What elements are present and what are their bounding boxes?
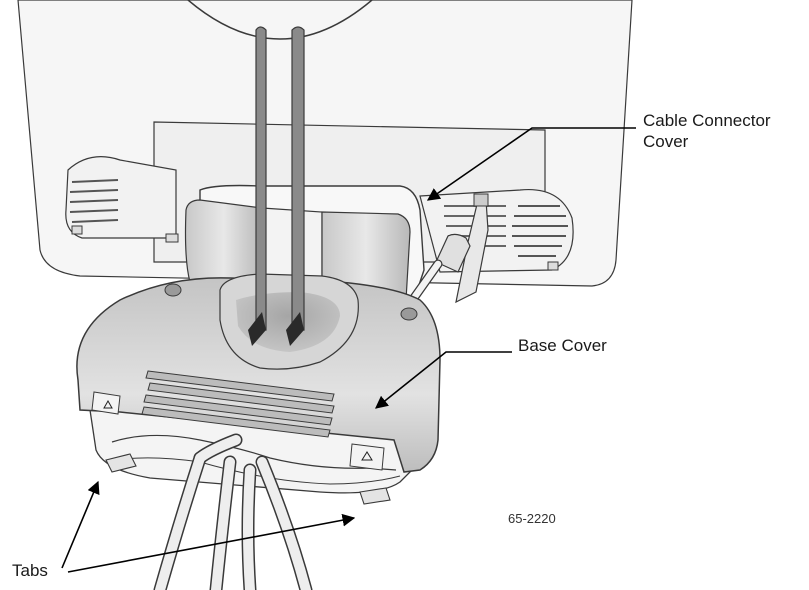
right-tab: [359, 487, 391, 505]
arrow-base-cover: [375, 351, 512, 409]
callout-arrows: [61, 127, 636, 573]
label-cable-connector-cover: Cable Connector Cover: [643, 110, 771, 152]
arrow-tab-left: [61, 480, 100, 569]
left-latch: [91, 391, 121, 415]
label-cable-connector-cover-line1: Cable Connector: [643, 111, 771, 130]
left-vent: [65, 156, 179, 243]
stand-arc: [187, 0, 373, 40]
right-latch: [349, 443, 385, 471]
stand-rods: [248, 26, 305, 346]
left-tab: [105, 453, 137, 473]
arrow-tab-right: [67, 513, 356, 573]
label-base-cover: Base Cover: [518, 336, 607, 355]
figure-number: 65-2220: [508, 511, 556, 526]
cables: [153, 433, 313, 590]
label-tabs: Tabs: [12, 561, 48, 580]
label-cable-connector-cover-line2: Cover: [643, 132, 689, 151]
arrow-cable-connector-cover: [426, 127, 636, 201]
